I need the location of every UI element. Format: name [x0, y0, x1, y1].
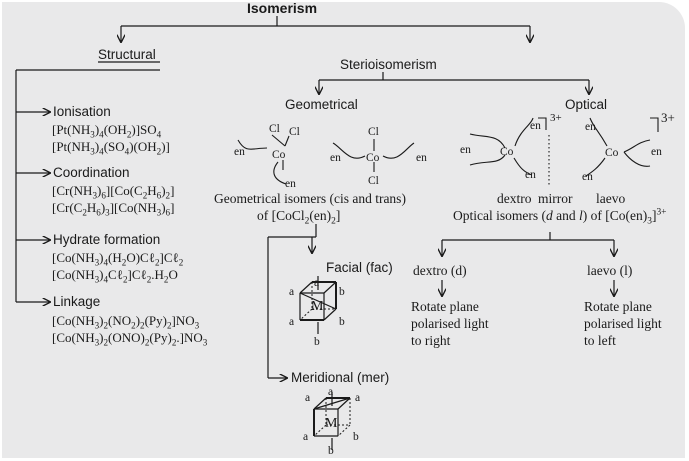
- trans-co: Co: [366, 152, 380, 164]
- hydrate-formula-1: [Co(NH3)4(H2O)Cℓ2]Cℓ2: [52, 250, 184, 268]
- dextro-en-3: en: [525, 169, 536, 181]
- mer-a-3: a: [355, 392, 361, 404]
- fac-metal: M: [311, 299, 324, 314]
- linkage-formula-2: [Co(NH3)2(ONO)2(Py)2.]NO3: [52, 330, 208, 348]
- laevo-charge: 3+: [661, 110, 675, 125]
- coordination-formula-2: [Cr(C2H6)3][Co(NH3)6]: [52, 200, 175, 218]
- cis-cl-1: Cl: [269, 123, 280, 135]
- fac-b-1: b: [339, 286, 345, 298]
- mer-a-4: a: [303, 431, 309, 443]
- mer-metal: M: [325, 416, 338, 431]
- meridional-octahedron: [313, 392, 351, 450]
- dextro-en-1: en: [460, 144, 471, 156]
- fac-b-2: b: [339, 316, 345, 328]
- cis-en-2: en: [285, 178, 296, 190]
- laevo-structure: [585, 117, 659, 177]
- laevo-text-2: polarised light: [584, 316, 662, 331]
- laevo-text-3: to left: [584, 333, 616, 348]
- optical-caption: Optical isomers (d and l) of [Co(en)3]3+: [453, 207, 667, 227]
- trans-en-2: en: [416, 152, 427, 164]
- dextro-co: Co: [500, 146, 514, 158]
- meridional-label: Meridional (mer): [291, 370, 390, 385]
- hydrate-label: Hydrate formation: [53, 232, 161, 247]
- dextro-en-2: en: [530, 120, 541, 132]
- linkage-formula-1: [Co(NH3)2(NO2)2(Py)2]NO3: [52, 313, 200, 331]
- hydrate-formula-2: [Co(NH3)4Cℓ2]Cℓ2.H2O: [52, 267, 178, 285]
- laevo-text-1: Rotate plane: [584, 299, 652, 314]
- dextro-branch-label: dextro (d): [413, 263, 467, 278]
- mer-a-1: a: [305, 392, 311, 404]
- laevo-en-2: en: [651, 146, 662, 158]
- dextro-structure: [469, 117, 550, 185]
- laevo-co: Co: [605, 147, 619, 159]
- facial-octahedron: [299, 276, 337, 334]
- trans-en-1: en: [330, 152, 341, 164]
- geometrical-caption-2: of [CoCl2(en)2]: [257, 208, 341, 227]
- ionisation-formula-2: [Pt(NH3)4(SO4)(OH2)]: [52, 139, 170, 157]
- dextro-label: dextro: [497, 191, 532, 206]
- optical-label: Optical: [565, 97, 608, 112]
- mer-b-1: b: [353, 431, 359, 443]
- linkage-label: Linkage: [53, 294, 101, 309]
- title-isomerism: Isomerism: [247, 0, 318, 16]
- trans-isomer-structure: [332, 139, 415, 172]
- mer-b-2: b: [328, 445, 334, 457]
- coordination-formula-1: [Cr(NH3)6][Co(C2H6)2]: [52, 183, 175, 201]
- fac-a-2: a: [314, 277, 320, 289]
- laevo-en-3: en: [582, 171, 593, 183]
- cis-isomer-structure: [237, 134, 290, 185]
- mer-a-2: a: [328, 386, 334, 398]
- cis-co: Co: [272, 149, 286, 161]
- cis-cl-2: Cl: [289, 126, 300, 138]
- fac-a-3: a: [289, 316, 295, 328]
- geometrical-label: Geometrical: [285, 97, 358, 112]
- mirror-label: mirror: [538, 191, 573, 206]
- fac-b-3: b: [314, 336, 320, 348]
- dextro-text-3: to right: [411, 333, 451, 348]
- stereo-heading: Sterioisomerism: [340, 57, 437, 72]
- ionisation-label: Ionisation: [53, 104, 111, 119]
- structural-heading: Structural: [98, 47, 156, 62]
- facial-label: Facial (fac): [326, 260, 393, 275]
- laevo-branch-label: laevo (l): [587, 263, 633, 278]
- geometrical-caption-1: Geometrical isomers (cis and trans): [214, 191, 406, 206]
- coordination-label: Coordination: [53, 165, 130, 180]
- dextro-text-2: polarised light: [411, 316, 489, 331]
- dextro-text-1: Rotate plane: [411, 299, 479, 314]
- ionisation-formula-1: [Pt(NH3)4(OH2)]SO4: [52, 122, 162, 140]
- laevo-en-1: en: [585, 121, 596, 133]
- cis-en-1: en: [234, 146, 245, 158]
- dextro-charge: 3+: [550, 112, 562, 124]
- trans-cl-bottom: Cl: [368, 175, 379, 187]
- fac-a-1: a: [289, 286, 295, 298]
- laevo-label: laevo: [596, 191, 626, 206]
- trans-cl-top: Cl: [368, 126, 379, 138]
